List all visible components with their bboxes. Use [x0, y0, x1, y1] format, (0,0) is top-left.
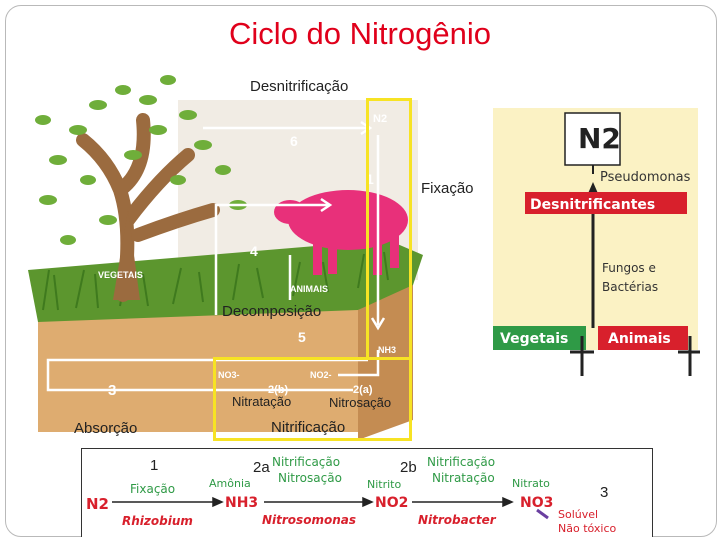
bottom-no2: NO2	[375, 495, 408, 511]
label-nitratacao: Nitratação	[232, 394, 291, 409]
panel-pseudomonas: Pseudomonas	[600, 170, 691, 185]
bottom-nitratacao: Nitratação	[432, 471, 495, 485]
bottom-rhizobium: Rhizobium	[122, 514, 193, 528]
label-fixacao: Fixação	[421, 180, 474, 197]
bottom-process-diagram: N2 Fixação Rhizobium Amônia NH3 Nitrific…	[82, 452, 652, 536]
label-absorcao: Absorção	[74, 420, 137, 437]
scene-step-4: 4	[250, 243, 258, 259]
scene-animais: ANIMAIS	[290, 284, 328, 294]
bottom-nitrobacter: Nitrobacter	[418, 513, 497, 527]
scene-step-3: 3	[108, 382, 116, 399]
bottom-nitrato: Nitrato	[512, 477, 550, 490]
bottom-nitrosacao: Nitrosação	[278, 471, 342, 485]
highlight-box-vertical	[366, 98, 412, 360]
scene-vegetais: VEGETAIS	[98, 270, 143, 280]
label-nitrificacao: Nitrificação	[271, 419, 345, 436]
bottom-amonia: Amônia	[209, 477, 251, 490]
panel-animais: Animais	[608, 331, 671, 347]
bottom-nitrificacao-2: Nitrificação	[427, 455, 495, 469]
soluble-arrow-icon	[537, 510, 548, 518]
panel-fungos: Fungos e	[602, 261, 656, 275]
page-title: Ciclo do Nitrogênio	[0, 16, 720, 52]
scene-step-6: 6	[290, 133, 298, 149]
bottom-nh3: NH3	[225, 495, 258, 511]
scene-step-5: 5	[298, 329, 306, 345]
label-desnitrificacao: Desnitrificação	[250, 78, 348, 95]
panel-bacterias: Bactérias	[602, 280, 658, 294]
panel-vegetais: Vegetais	[500, 331, 568, 347]
bottom-nitrificacao-1: Nitrificação	[272, 455, 340, 469]
panel-desnitrificantes: Desnitrificantes	[530, 197, 655, 213]
bottom-no3: NO3	[520, 495, 553, 511]
bottom-nao-toxico: Não tóxico	[558, 522, 617, 535]
bottom-nitrosomonas: Nitrosomonas	[262, 513, 356, 527]
bottom-n2: N2	[86, 495, 109, 513]
panel-n2: N2	[578, 122, 621, 155]
denitrification-panel: N2 Pseudomonas Desnitrificantes Fungos e…	[490, 108, 700, 380]
bottom-nitrito: Nitrito	[367, 478, 401, 491]
bottom-fixacao: Fixação	[130, 482, 175, 496]
bottom-soluvel: Solúvel	[558, 508, 598, 521]
label-nitrosacao: Nitrosação	[329, 395, 391, 410]
label-decomposicao: Decomposição	[222, 303, 321, 320]
